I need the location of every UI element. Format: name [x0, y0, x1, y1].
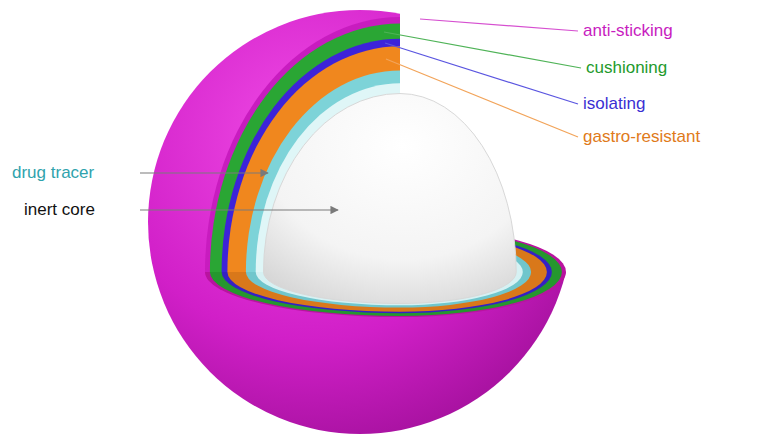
inert-core	[264, 94, 517, 304]
layer-label: cushioning	[586, 58, 667, 78]
leader-arrow	[140, 209, 338, 210]
leader-lines	[140, 19, 581, 210]
leader-line	[384, 32, 581, 68]
leader-line	[386, 59, 578, 137]
leader-line	[385, 43, 578, 104]
leader-line	[420, 19, 578, 31]
layer-label: anti-sticking	[583, 21, 673, 41]
layer-label: gastro-resistant	[583, 127, 700, 147]
layer-label: drug tracer	[12, 163, 94, 183]
layer-label: inert core	[24, 200, 95, 220]
layer-label: isolating	[583, 94, 645, 114]
leader-arrow	[140, 172, 268, 173]
